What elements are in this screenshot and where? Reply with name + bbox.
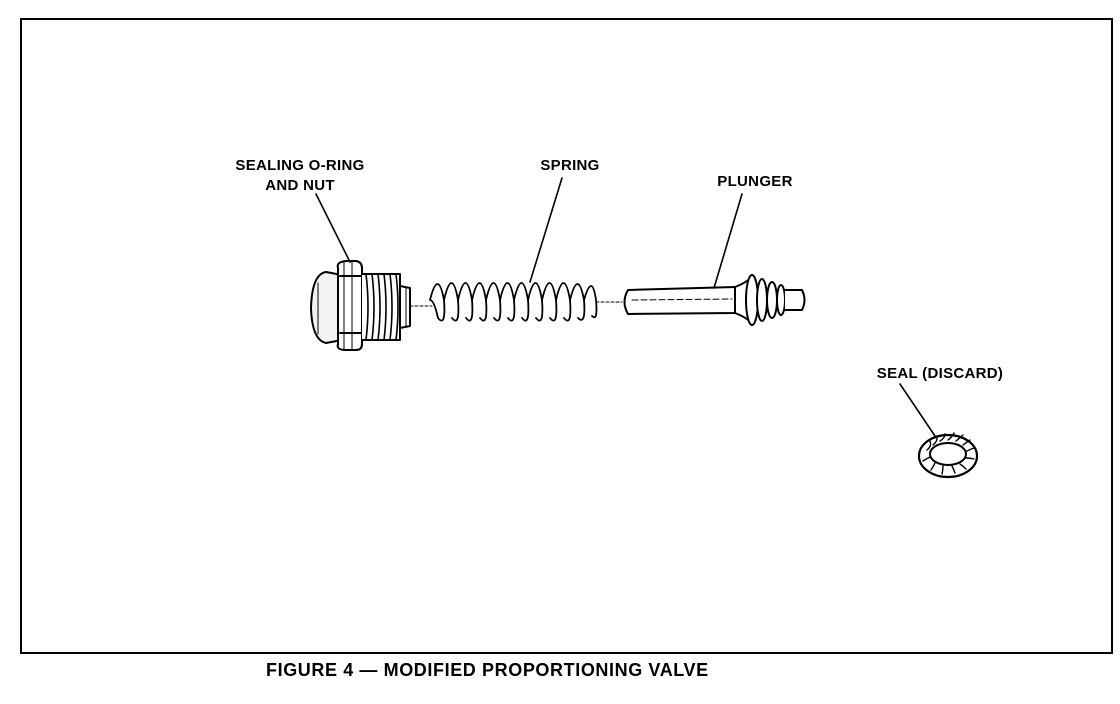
label-spring: SPRING (540, 157, 600, 174)
figure-frame (20, 18, 1113, 654)
label-sealing-oring-and-nut: SEALING O-RING AND NUT (220, 156, 380, 196)
figure-caption: FIGURE 4 — MODIFIED PROPORTIONING VALVE (266, 660, 709, 680)
sealing-oring-and-nut-part (310, 260, 411, 351)
seal-part (917, 432, 979, 479)
label-plunger: PLUNGER (717, 173, 793, 190)
label-seal-discard: SEAL (DISCARD) (876, 365, 1004, 382)
label-nut-line2: AND NUT (265, 177, 335, 194)
leader-lines (315, 177, 936, 437)
label-nut-line1: SEALING O-RING (235, 157, 365, 174)
spring-part (409, 282, 623, 322)
plunger-part (623, 274, 806, 326)
